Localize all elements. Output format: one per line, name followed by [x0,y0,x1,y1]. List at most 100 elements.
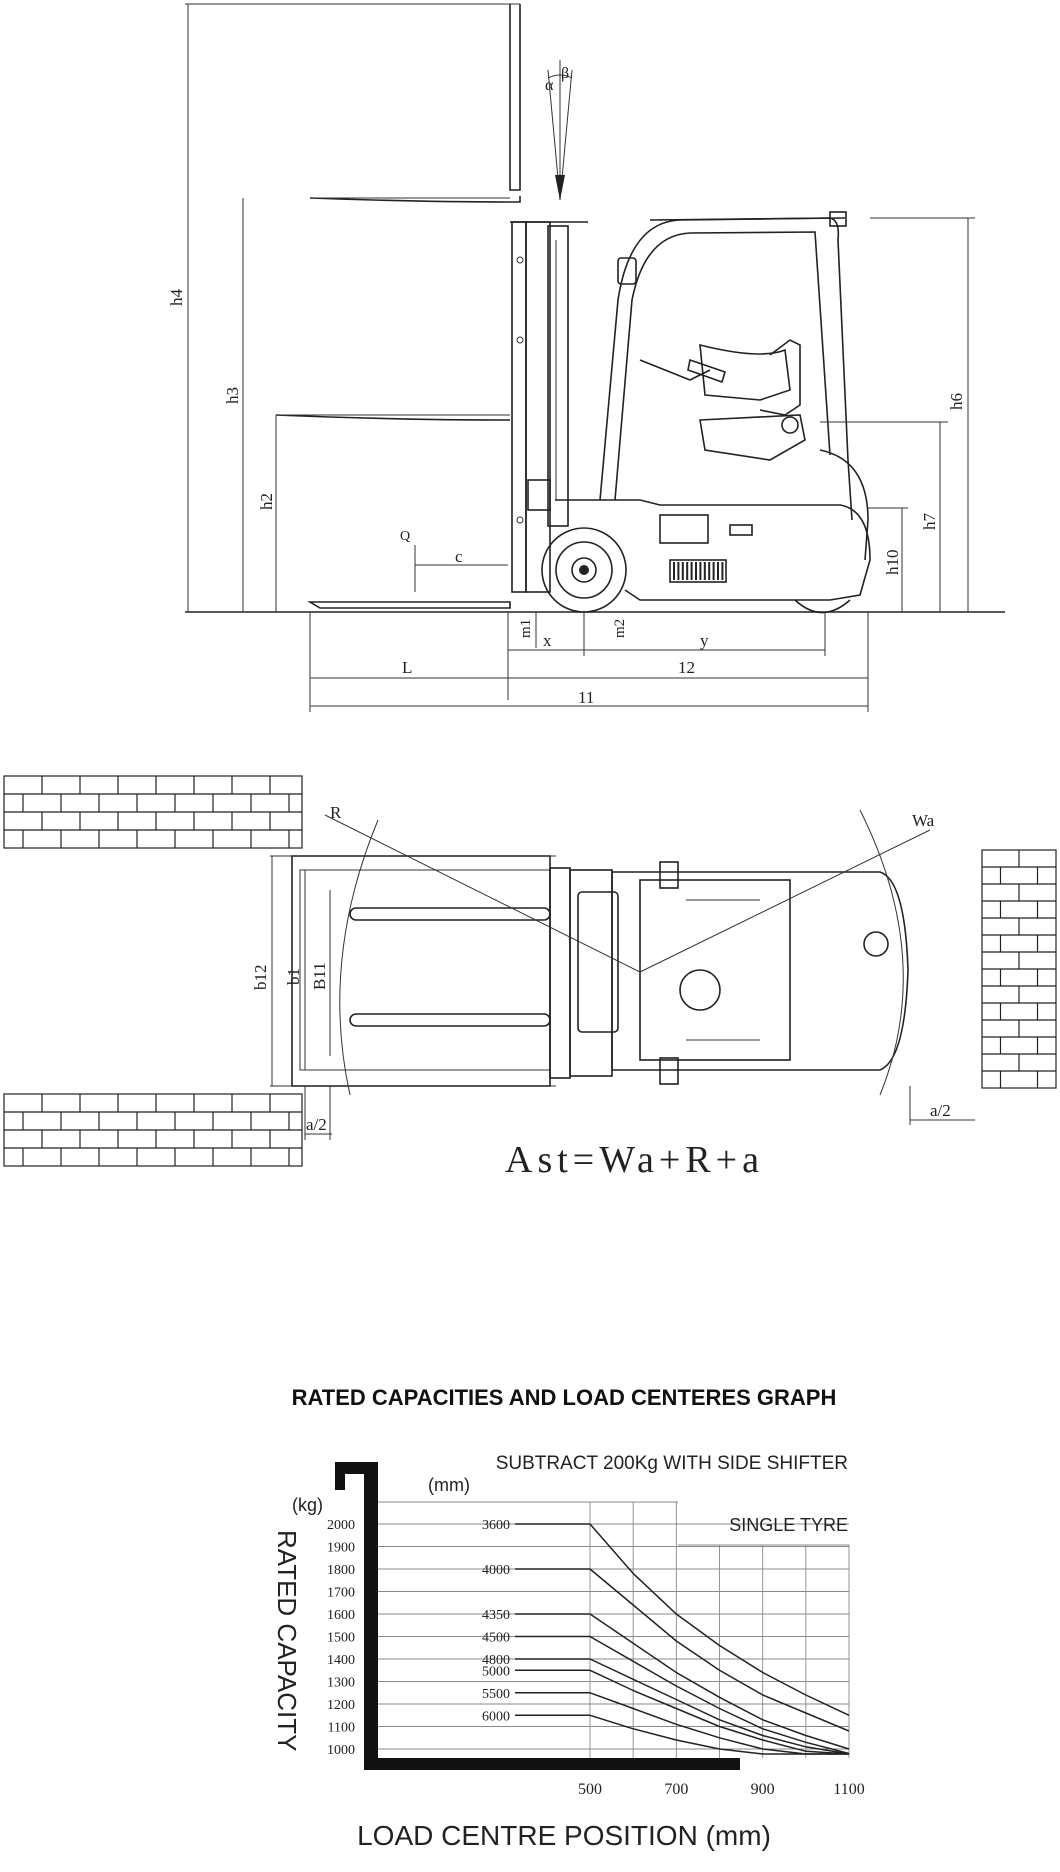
label-r: R [330,803,342,822]
label-h4: h4 [167,289,186,307]
fork-carriage-bracket [527,479,551,511]
series-curve [589,1669,850,1755]
label-h10: h10 [883,550,902,576]
mast-bolt [516,336,524,344]
label-h7: h7 [920,513,939,531]
body-top [611,871,909,1071]
chart-tick-labels: 2000190018001700160015001400130012001100… [327,1518,865,1798]
y-unit-label: (kg) [292,1495,323,1515]
label-m2: m2 [612,619,628,638]
y-tick-label: 1100 [328,1721,355,1736]
drive-axle-top [569,869,613,1077]
y-tick-label: 1300 [327,1676,355,1691]
label-l2: 12 [678,658,695,677]
label-a-half-right: a/2 [930,1101,951,1120]
label-q: Q [400,529,410,544]
series-5000: 5000 [482,1664,850,1755]
label-m1: m1 [518,619,534,638]
label-wa: Wa [912,811,935,830]
x-tick-label: 900 [751,1781,775,1798]
chart-title: RATED CAPACITIES AND LOAD CENTERES GRAPH [292,1385,837,1410]
series-label: 6000 [482,1709,510,1724]
x-axis-label: LOAD CENTRE POSITION (mm) [357,1820,771,1851]
y-tick-label: 1700 [327,1586,355,1601]
radius-r-line [324,814,641,973]
x-tick-label: 500 [578,1781,602,1798]
vent-frame [669,559,727,583]
label-b11: B11 [310,962,329,990]
front-wheel-axle [579,565,589,575]
forklift-top-view: R Wa b12 b1 B11 a/2 a/2 Ast=Wa+R+a [3,775,1057,1181]
label-h2: h2 [257,493,276,510]
label-l1: 11 [578,688,594,707]
y-tick-label: 1000 [327,1743,355,1758]
series-curve [589,1635,850,1755]
carriage-top [577,891,619,1033]
label-beta: β [561,65,569,82]
turning-arc-right [859,809,904,1096]
guard-roof [649,217,846,221]
mast-top [549,867,571,1079]
guard-lamp [829,211,847,227]
mast-bolt [516,256,524,264]
label-l: L [402,658,412,677]
label-alpha: α [545,77,554,94]
mast-cylinder [547,225,569,527]
steering-wheel-top [679,969,721,1011]
brick-wall [3,775,303,849]
front-wheel-left-top [659,861,679,889]
series-4800: 4800 [482,1653,850,1755]
fork-left [349,907,551,921]
front-wheel-hub [571,557,597,583]
series-label: 5500 [482,1687,510,1702]
series-label: 5000 [482,1664,510,1679]
seat-back [759,339,801,416]
y-tick-label: 1600 [327,1608,355,1623]
y-axis-label: RATED CAPACITY [272,1530,302,1752]
front-lamp [617,257,637,285]
steering-column [639,359,711,381]
y-tick-label: 1900 [327,1541,355,1556]
seat-cushion [699,343,791,401]
side-indicator [729,524,753,536]
raised-mast-top [509,4,521,191]
y-tick-label: 1500 [327,1631,355,1646]
y-tick-label: 1800 [327,1563,355,1578]
overhead-guard-inner [614,231,831,501]
mast-inner [525,221,551,593]
series-3600: 3600 [482,1518,850,1716]
forklift-side-view: h4 h3 h2 h6 h7 h10 α β Q c m1 m2 x y L 1… [167,3,1005,712]
label-h3: h3 [223,387,242,404]
series-label: 4800 [482,1653,510,1668]
counterweight [819,449,869,561]
steering-wheel [687,358,726,384]
brick-wall [3,1093,303,1167]
y-tick-label: 1400 [327,1653,355,1668]
series-label: 3600 [482,1518,510,1533]
x-tick-label: 700 [664,1781,688,1798]
pallet-inner [299,869,551,1071]
mast-bolt [516,516,524,524]
rear-wheel [794,599,851,614]
side-shifter-note: SUBTRACT 200Kg WITH SIDE SHIFTER [496,1453,848,1474]
overhead-guard [599,217,853,521]
series-curve [589,1613,850,1750]
y-tick-label: 2000 [327,1518,355,1533]
chassis-body [555,499,871,601]
series-curve [589,1568,850,1732]
series-label: 4350 [482,1608,510,1623]
radius-wa-line [639,829,931,973]
tyre-note: SINGLE TYRE [729,1515,848,1535]
series-label: 4000 [482,1563,510,1578]
tilt-arrow [555,175,565,200]
lift-height-unit: (mm) [428,1475,470,1495]
fork-right [349,1013,551,1027]
label-c: c [455,547,463,566]
turning-arc-left [339,819,379,1096]
armrest-controls [699,414,806,461]
brick-wall [981,849,1057,1089]
raised-fork-high [309,196,521,203]
